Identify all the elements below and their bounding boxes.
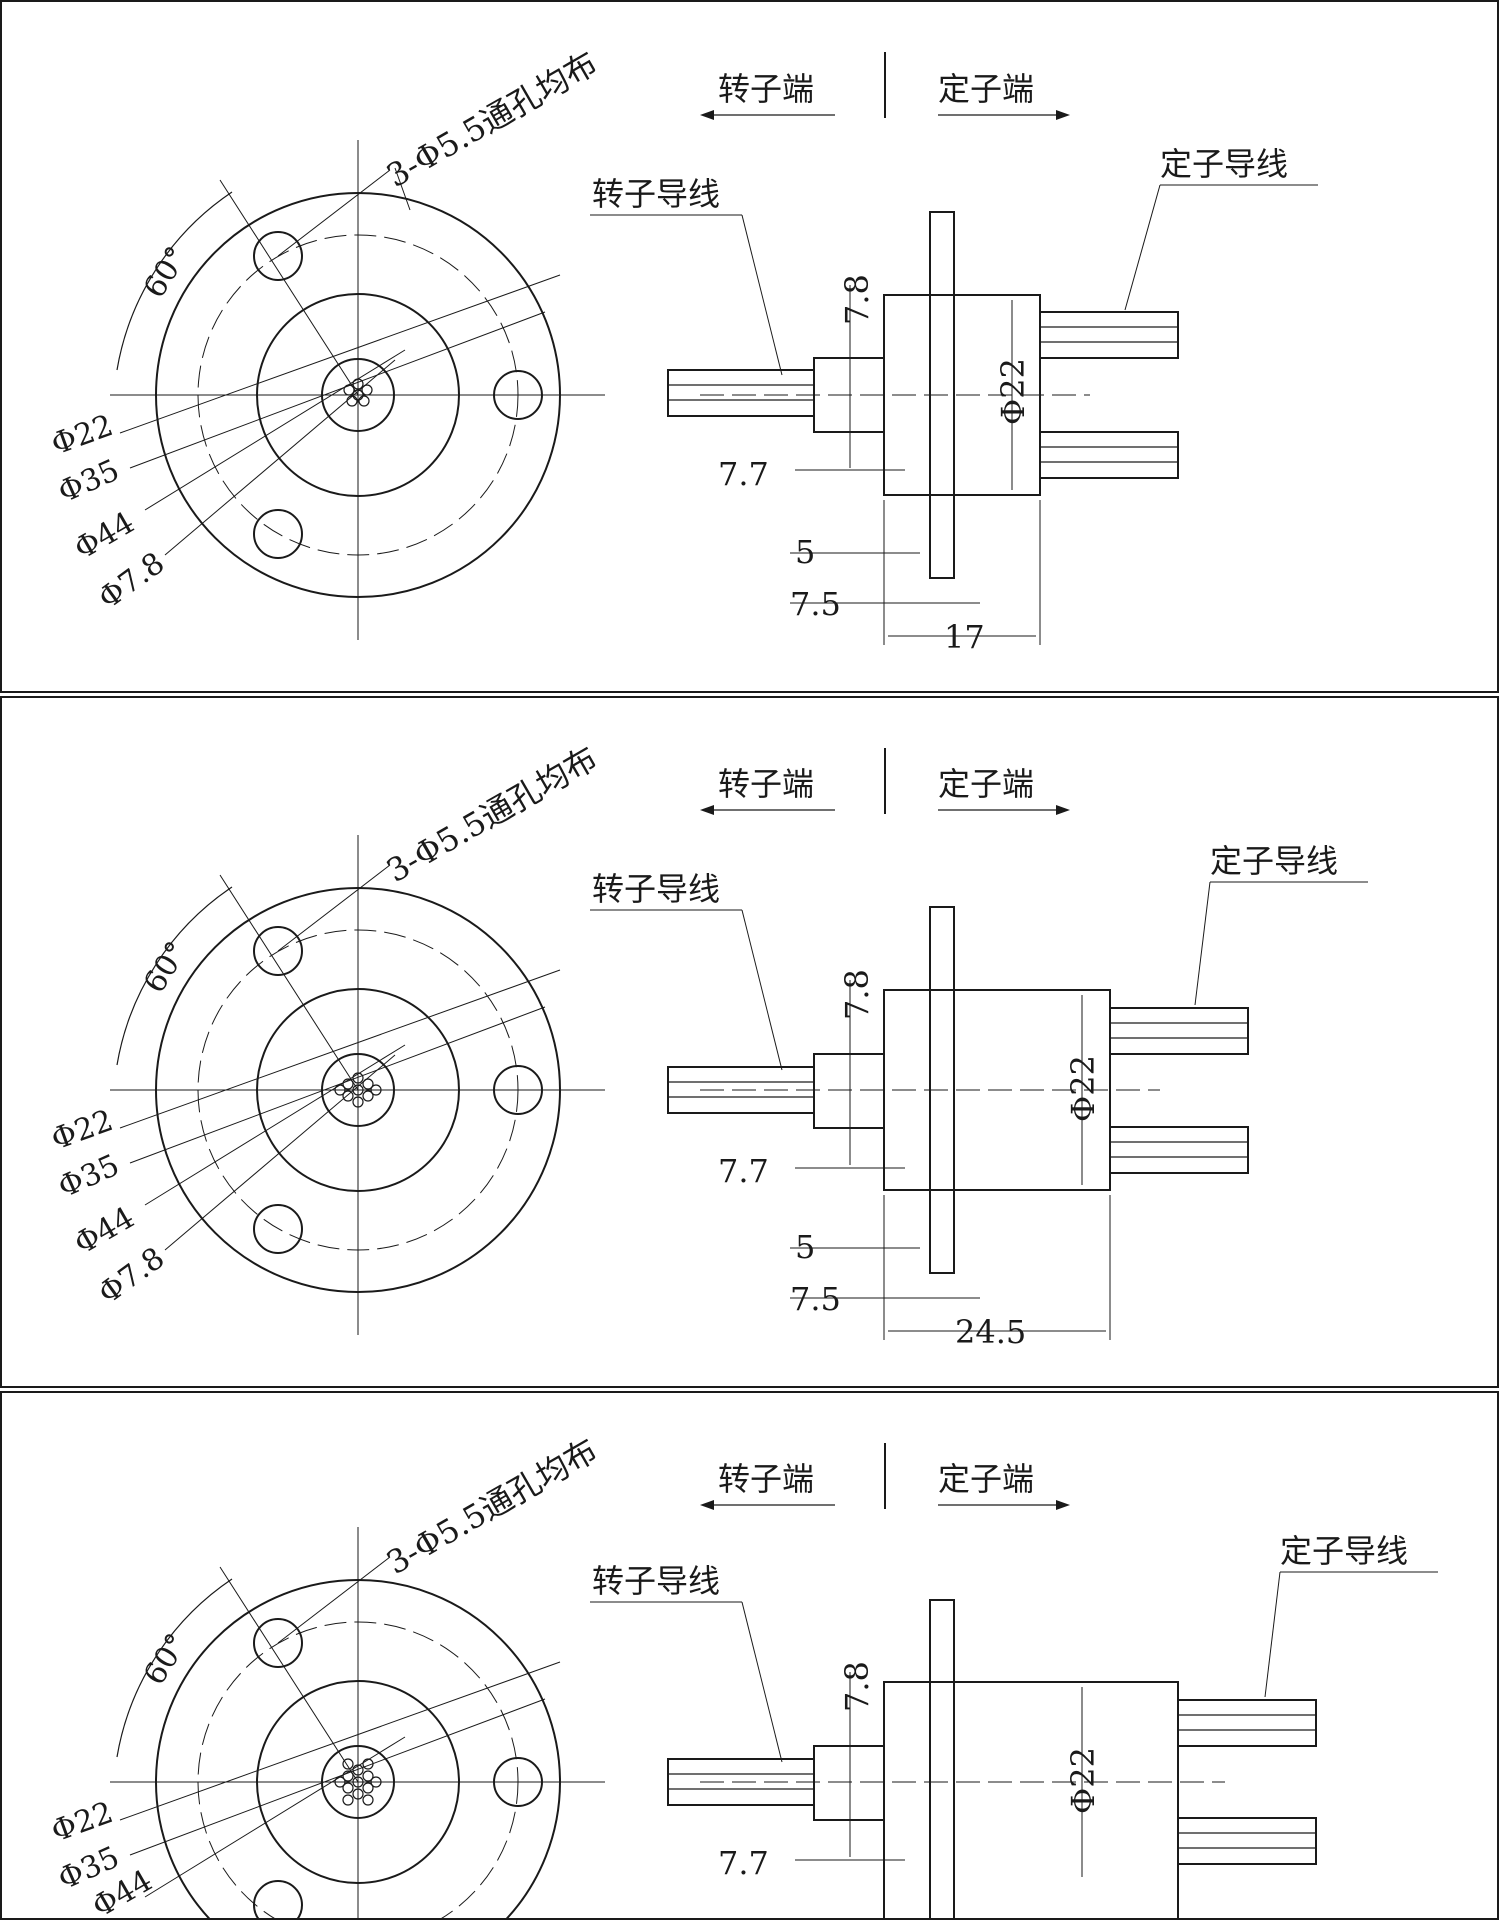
mounting-hole <box>253 926 303 976</box>
front-view <box>110 835 605 1335</box>
angle-arc <box>116 886 233 1066</box>
stator-lead-label: 定子导线 <box>1210 842 1338 880</box>
rotor-lead-label: 转子导线 <box>592 1562 720 1600</box>
dim-shaft: 7.7 <box>718 455 769 493</box>
stator-wires-top <box>1039 311 1179 359</box>
flange-outer-circle <box>155 887 561 1293</box>
mounting-hole <box>253 509 303 559</box>
stator-end-label: 定子端 <box>938 70 1034 108</box>
angle-arc <box>116 1578 233 1758</box>
panel-3-text: 转子端 定子端 3-Φ5.5通孔均布 60° 转子导线 定子导线 Φ22 Φ35… <box>47 1431 1408 1920</box>
dim-offset: 7.5 <box>790 585 841 623</box>
diameter-44-label: Φ44 <box>69 1200 141 1262</box>
side-view <box>590 1443 1438 1919</box>
side-view <box>590 748 1368 1340</box>
panel-2-text: 转子端 定子端 3-Φ5.5通孔均布 60° 转子导线 定子导线 Φ22 Φ35… <box>47 739 1338 1351</box>
front-view <box>110 1527 605 1920</box>
stator-lead-label: 定子导线 <box>1160 145 1288 183</box>
angle-label: 60° <box>137 241 195 305</box>
front-view <box>110 140 605 640</box>
bolt-circle <box>197 1621 519 1920</box>
body <box>883 989 1111 1191</box>
panel-1-text: 转子端 定子端 3-Φ5.5通孔均布 60° 转子导线 定子导线 Φ22 Φ35… <box>47 44 1288 656</box>
dim-body-dia: Φ22 <box>994 358 1032 425</box>
stator-end-label: 定子端 <box>938 1460 1034 1498</box>
diameter-35-label: Φ35 <box>53 453 125 511</box>
rotor-lead-label: 转子导线 <box>592 175 720 213</box>
mounting-hole <box>253 1204 303 1254</box>
mounting-hole <box>493 1757 543 1807</box>
dim-offset: 7.5 <box>790 1280 841 1318</box>
angle-label: 60° <box>137 1628 195 1692</box>
dim-body-dia: Φ22 <box>1064 1747 1102 1814</box>
stator-lead-label: 定子导线 <box>1280 1532 1408 1570</box>
hole-note: 3-Φ5.5通孔均布 <box>380 739 604 890</box>
dim-top: 7.8 <box>838 274 876 325</box>
body-circle <box>256 988 460 1192</box>
hole-note: 3-Φ5.5通孔均布 <box>380 1431 604 1582</box>
mounting-hole <box>493 370 543 420</box>
rotor-lead-label: 转子导线 <box>592 870 720 908</box>
dim-shaft: 7.7 <box>718 1152 769 1190</box>
rotor-end-label: 转子端 <box>718 765 814 803</box>
mounting-hole <box>493 1065 543 1115</box>
dim-length: 24.5 <box>955 1313 1026 1351</box>
panel-1 <box>0 0 1499 693</box>
panel-2 <box>0 696 1499 1388</box>
dim-flange: 5 <box>795 1228 815 1266</box>
hole-note: 3-Φ5.5通孔均布 <box>380 44 604 195</box>
panel-frame <box>0 1391 1499 1920</box>
side-view <box>590 52 1318 645</box>
angle-arc <box>116 191 233 371</box>
mounting-hole <box>253 1618 303 1668</box>
dim-top: 7.8 <box>838 1661 876 1712</box>
diameter-44-label: Φ44 <box>69 505 141 567</box>
flange-outer-circle <box>155 1579 561 1920</box>
stator-wires-bottom <box>1109 1126 1249 1174</box>
body-circle <box>256 1680 460 1884</box>
mounting-hole <box>253 231 303 281</box>
panel-frame <box>0 0 1499 693</box>
flange <box>929 906 955 1274</box>
flange <box>929 1599 955 1919</box>
mounting-hole <box>253 1880 303 1920</box>
body-circle <box>256 293 460 497</box>
angle-label: 60° <box>137 936 195 1000</box>
rotor-wires <box>667 369 815 417</box>
rotor-end-label: 转子端 <box>718 70 814 108</box>
diameter-35-label: Φ35 <box>53 1148 125 1206</box>
bolt-circle <box>197 234 519 556</box>
stator-end-label: 定子端 <box>938 765 1034 803</box>
stator-wires-top <box>1109 1007 1249 1055</box>
shaft-circle <box>321 358 395 432</box>
dim-length: 17 <box>944 618 985 656</box>
panel-frame <box>0 696 1499 1388</box>
body <box>883 1681 1179 1919</box>
dim-body-dia: Φ22 <box>1064 1055 1102 1122</box>
rotor-end-label: 转子端 <box>718 1460 814 1498</box>
shaft-circle <box>321 1745 395 1819</box>
flange-outer-circle <box>155 192 561 598</box>
stator-wires-bottom <box>1177 1817 1317 1865</box>
shaft-circle <box>321 1053 395 1127</box>
flange <box>929 211 955 579</box>
dim-top: 7.8 <box>838 969 876 1020</box>
stator-wires-top <box>1177 1699 1317 1747</box>
shaft <box>813 1745 885 1821</box>
stator-wires-bottom <box>1039 431 1179 479</box>
dim-flange: 5 <box>795 533 815 571</box>
bolt-circle <box>197 929 519 1251</box>
body <box>883 294 1041 496</box>
shaft <box>813 1053 885 1129</box>
panel-3 <box>0 1391 1499 1920</box>
dim-shaft: 7.7 <box>718 1844 769 1882</box>
